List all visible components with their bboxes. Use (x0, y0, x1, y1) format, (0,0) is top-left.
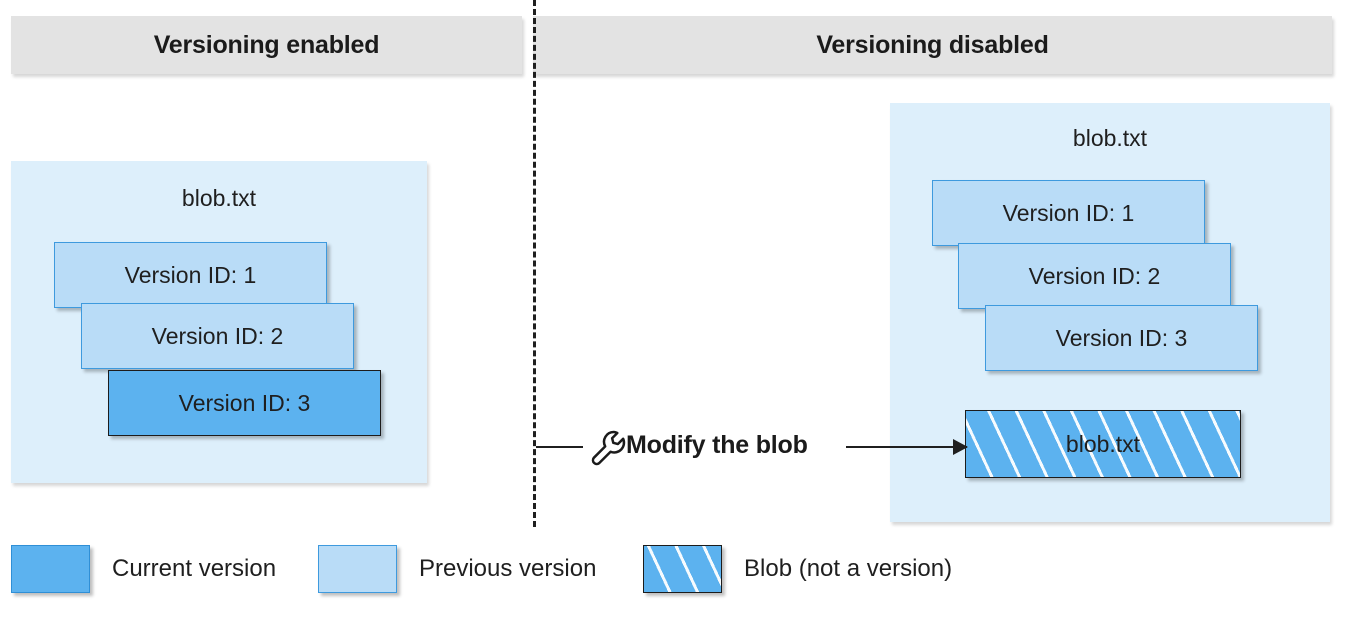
version-card-label: Version ID: 3 (178, 389, 311, 416)
legend-swatch-current-version (11, 545, 90, 593)
legend-label: Blob (not a version) (744, 555, 953, 582)
version-card-3: Version ID: 3 (985, 305, 1258, 371)
modify-the-blob-label: Modify the blob (626, 431, 808, 459)
column-header-versioning-enabled: Versioning enabled (11, 16, 522, 74)
version-card-2: Version ID: 2 (958, 243, 1231, 309)
version-card-label: Version ID: 3 (1055, 324, 1188, 351)
column-header-label: Versioning disabled (816, 30, 1049, 59)
blob-not-a-version-box: blob.txt (965, 410, 1241, 478)
legend-swatch-previous-version (318, 545, 397, 593)
version-card-label: Version ID: 2 (151, 322, 284, 349)
column-header-label: Versioning enabled (153, 30, 380, 59)
legend-item-blob-not-a-version: Blob (not a version) (643, 541, 952, 597)
legend-swatch-blob-not-a-version (643, 545, 722, 593)
version-card-2: Version ID: 2 (81, 303, 354, 369)
vertical-dashed-divider (533, 0, 536, 527)
modify-the-blob-connector: Modify the blob (533, 422, 968, 474)
version-card-label: Version ID: 2 (1028, 262, 1161, 289)
connector-line-left (536, 446, 583, 448)
legend-item-previous-version: Previous version (318, 541, 596, 597)
version-card-label: Version ID: 1 (124, 261, 257, 288)
panel-title-blob-name: blob.txt (181, 185, 257, 211)
legend-label: Previous version (419, 555, 597, 582)
version-card-label: Version ID: 1 (1002, 199, 1135, 226)
panel-title-blob-name: blob.txt (1072, 125, 1148, 151)
version-card-1: Version ID: 1 (932, 180, 1205, 246)
column-header-versioning-disabled: Versioning disabled (533, 16, 1332, 74)
version-card-1: Version ID: 1 (54, 242, 327, 308)
legend-label: Current version (112, 555, 277, 582)
wrench-icon (588, 428, 626, 466)
connector-arrow-right (846, 439, 968, 455)
blob-container-versioning-enabled: blob.txt Version ID: 1 Version ID: 2 Ver… (11, 161, 427, 483)
version-card-3-current: Version ID: 3 (108, 370, 381, 436)
legend-item-current-version: Current version (11, 541, 276, 597)
blob-label: blob.txt (1065, 430, 1141, 457)
